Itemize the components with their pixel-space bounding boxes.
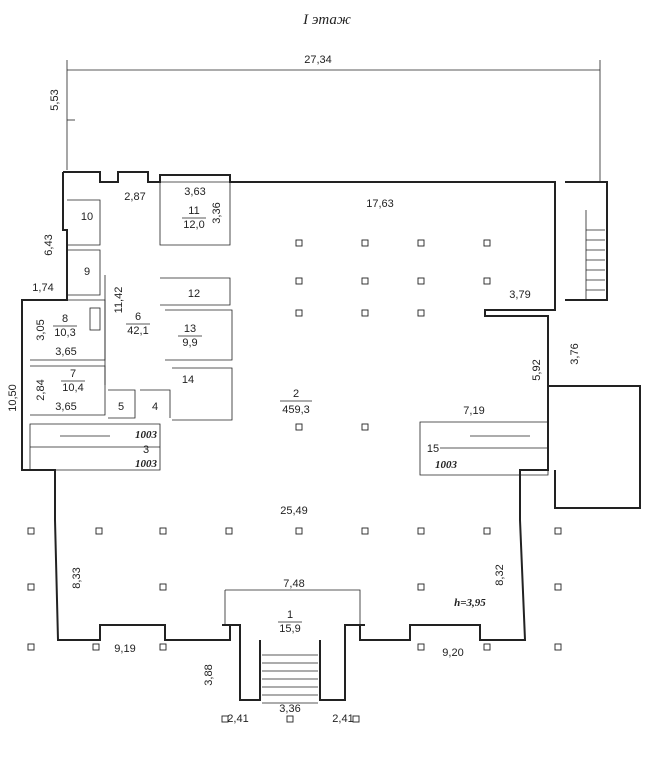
room-8-area: 10,3 (54, 327, 75, 339)
dim-388: 3,88 (203, 664, 215, 685)
stair-mark-a: 1003 (135, 429, 158, 441)
dim-748: 7,48 (283, 578, 304, 590)
top-extension (66, 60, 601, 182)
dim-832: 8,32 (494, 564, 506, 585)
room-13-area: 9,9 (182, 337, 197, 349)
dim-592: 5,92 (531, 359, 543, 380)
room-6-number: 6 (135, 311, 141, 323)
dim-top-height: 5,53 (49, 89, 61, 110)
room-1-number: 1 (287, 609, 293, 621)
dim-top-width: 27,34 (304, 54, 332, 66)
dim-833: 8,33 (71, 567, 83, 588)
dim-365-b: 3,65 (55, 401, 76, 413)
dim-336-b: 3,36 (279, 703, 300, 715)
floor-height: h=3,95 (454, 597, 486, 609)
dim-643: 6,43 (43, 234, 55, 255)
dim-305: 3,05 (35, 319, 47, 340)
right-stair (419, 421, 549, 476)
dimension-labels: 27,34 5,53 2,87 3,63 3,36 17,63 6,43 1,7… (7, 54, 581, 725)
room-6-area: 42,1 (127, 325, 148, 337)
exterior-walls (21, 171, 641, 641)
room-1-area: 15,9 (279, 623, 300, 635)
dim-1050: 10,50 (7, 384, 19, 412)
interior-partitions (30, 181, 233, 421)
room-15-number: 15 (427, 443, 439, 455)
left-stair (29, 423, 161, 471)
room-11-area: 12,0 (183, 219, 204, 231)
room-10-number: 10 (81, 211, 93, 223)
dim-2549: 25,49 (280, 505, 308, 517)
room-labels: 10 11 12,0 9 12 6 42,1 8 10,3 13 9,9 7 1… (53, 205, 458, 635)
entrance-stair (222, 589, 365, 704)
dim-365-a: 3,65 (55, 346, 76, 358)
room-13-number: 13 (184, 323, 196, 335)
columns (27, 239, 562, 723)
room-11-number: 11 (188, 205, 199, 217)
dim-1763: 17,63 (366, 198, 394, 210)
room-4-number: 4 (152, 401, 158, 413)
stair-mark-b: 1003 (135, 458, 158, 470)
dim-174: 1,74 (32, 282, 53, 294)
dim-719: 7,19 (463, 405, 484, 417)
floor-title: I этаж (303, 12, 351, 28)
dim-920: 9,20 (442, 647, 463, 659)
dim-376: 3,76 (569, 343, 581, 364)
dim-287: 2,87 (124, 191, 145, 203)
room-14-number: 14 (182, 374, 194, 386)
room-9-number: 9 (84, 266, 90, 278)
room-8-number: 8 (62, 313, 68, 325)
room-3-number: 3 (143, 444, 149, 456)
dim-241-a: 2,41 (227, 713, 248, 725)
room-12-number: 12 (188, 288, 200, 300)
room-2-area: 459,3 (282, 404, 310, 416)
dim-379: 3,79 (509, 289, 530, 301)
dim-1142: 11,42 (113, 287, 125, 314)
room-5-number: 5 (118, 401, 124, 413)
room-2-number: 2 (293, 388, 299, 400)
dim-363: 3,63 (184, 186, 205, 198)
dim-336-a: 3,36 (211, 202, 223, 223)
room-7-area: 10,4 (62, 382, 83, 394)
dim-919: 9,19 (114, 643, 135, 655)
right-upper-stair (585, 210, 605, 300)
room-7-number: 7 (70, 368, 76, 380)
dim-284: 2,84 (35, 379, 47, 400)
stair-mark-c: 1003 (435, 459, 458, 471)
dim-241-b: 2,41 (332, 713, 353, 725)
